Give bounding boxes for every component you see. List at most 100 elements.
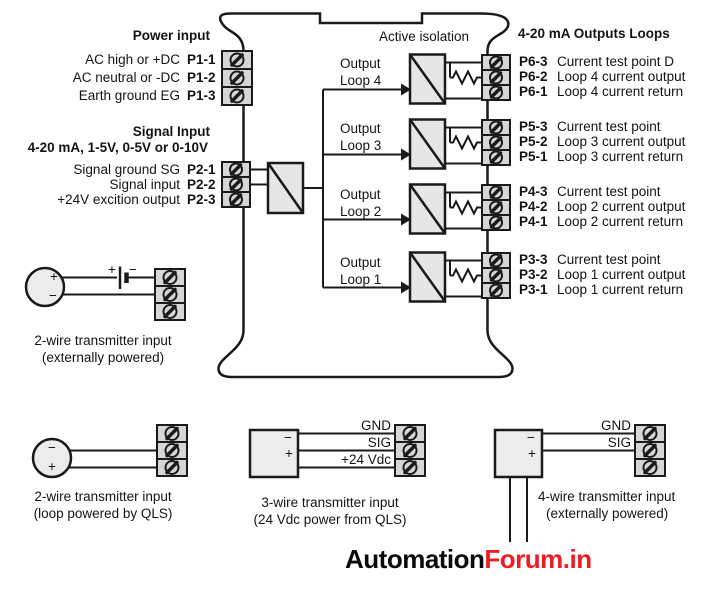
polarity-minus: − xyxy=(49,288,57,303)
terminal-desc: Loop 2 current output xyxy=(557,199,686,214)
terminal-3w-2 xyxy=(393,440,427,461)
terminal-p4-2 xyxy=(480,198,512,217)
arrowhead-loop4 xyxy=(401,83,411,96)
terminal-id: P6-2 xyxy=(519,69,548,84)
loop1-isolator-module xyxy=(408,251,482,303)
signal-row-label: Signal ground SG xyxy=(73,162,180,177)
signal-input-subtitle: 4-20 mA, 1-5V, 0-5V or 0-10V xyxy=(28,140,208,155)
terminal-ext-3 xyxy=(153,301,187,322)
terminal-p6-1 xyxy=(480,83,512,102)
terminal-desc: Loop 2 current return xyxy=(557,214,683,229)
signal-row-label: Signal input xyxy=(109,177,180,192)
terminal-desc: Loop 3 current return xyxy=(557,149,683,164)
terminal-desc: Loop 4 current return xyxy=(557,84,683,99)
terminal-block-p5 xyxy=(480,118,512,167)
loop3-resistor-icon xyxy=(450,134,482,151)
terminal-id: P4-1 xyxy=(519,214,548,229)
terminal-desc: Loop 1 current return xyxy=(557,282,683,297)
battery-plus: + xyxy=(108,262,116,277)
terminal-block-p6 xyxy=(480,53,512,102)
terminal-4w-1 xyxy=(633,423,667,444)
signal-row-terminal: P2-3 xyxy=(187,192,216,207)
caption-line1: 3-wire transmitter input xyxy=(261,495,399,510)
input-isolator-module xyxy=(266,161,305,215)
three-wire-labels: − + GND SIG +24 Vdc 3-wire transmitter i… xyxy=(253,418,406,527)
terminal-p3-1 xyxy=(480,281,512,300)
terminal-desc: Loop 1 current output xyxy=(557,267,686,282)
caption-line2: (externally powered) xyxy=(42,350,164,365)
terminal-p5-3 xyxy=(480,118,512,137)
loop2-isolator-module xyxy=(408,183,482,235)
terminal-id: P3-1 xyxy=(519,282,548,297)
four-wire-transmitter xyxy=(493,423,667,542)
terminal-block-p2 xyxy=(220,160,252,209)
two-wire-ext-transmitter xyxy=(24,266,187,322)
polarity-plus: + xyxy=(50,269,58,284)
two-wire-loop-transmitter xyxy=(31,423,189,479)
terminal-p3-2 xyxy=(480,266,512,285)
two-wire-ext-labels: + − + − 2-wire transmitter input (extern… xyxy=(34,262,172,365)
polarity-plus: + xyxy=(285,446,293,461)
terminal-desc: Current test point xyxy=(557,184,661,199)
terminal-p6-3 xyxy=(480,53,512,72)
polarity-plus: + xyxy=(528,446,536,461)
loop2-resistor-icon xyxy=(450,199,482,216)
terminal-3w-1 xyxy=(393,423,427,444)
arrowhead-loop1 xyxy=(401,281,411,294)
terminal-p4-1 xyxy=(480,213,512,232)
terminal-p6-2 xyxy=(480,68,512,87)
transmitter-box-icon xyxy=(493,428,544,479)
terminal-id: P5-3 xyxy=(519,119,548,134)
transmitter-circle-icon xyxy=(31,437,73,479)
terminal-block-p1 xyxy=(220,49,254,107)
brand-black: Automation xyxy=(345,544,484,574)
polarity-plus: + xyxy=(48,459,56,474)
loop2-label-line2: Loop 2 xyxy=(340,204,381,219)
terminal-id: P3-2 xyxy=(519,267,548,282)
loop1-resistor-icon xyxy=(450,267,482,284)
terminal-desc: Current test point xyxy=(557,252,661,267)
loop4-label-line1: Output xyxy=(340,56,381,71)
loop4-label-line2: Loop 4 xyxy=(340,73,382,88)
internal-wiring xyxy=(250,83,411,294)
power-row-label: AC high or +DC xyxy=(85,52,180,67)
signal-row-terminal: P2-1 xyxy=(187,162,216,177)
two-wire-loop-labels: − + 2-wire transmitter input (loop power… xyxy=(34,440,173,521)
terminal-p1-3 xyxy=(220,85,254,107)
three-wire-transmitter xyxy=(248,423,427,479)
terminal-desc: Loop 3 current output xyxy=(557,134,686,149)
outputs-title: 4-20 mA Outputs Loops xyxy=(518,26,670,41)
loop3-isolator-module xyxy=(408,118,482,170)
loop4-isolator-module xyxy=(408,53,482,105)
transmitter-circle-icon xyxy=(24,266,66,308)
terminal-desc: Current test point D xyxy=(557,54,674,69)
active-isolation-label: Active isolation xyxy=(379,29,469,44)
terminal-4w-3 xyxy=(633,457,667,478)
terminal-loop-2 xyxy=(155,440,189,461)
caption-line1: 2-wire transmitter input xyxy=(34,333,172,348)
terminal-p1-2 xyxy=(220,67,254,89)
power-row-label: Earth ground EG xyxy=(79,88,180,103)
terminal-4w-2 xyxy=(633,440,667,461)
terminal-desc: Current test point xyxy=(557,119,661,134)
terminal-p5-1 xyxy=(480,148,512,167)
signal-row-label: +24V excition output xyxy=(57,192,180,207)
terminal-loop-3 xyxy=(155,457,189,478)
terminal-desc: Loop 4 current output xyxy=(557,69,686,84)
caption-line2: (loop powered by QLS) xyxy=(34,506,173,521)
arrowhead-loop2 xyxy=(401,213,411,226)
terminal-p4-3 xyxy=(480,183,512,202)
power-input-title: Power input xyxy=(133,28,211,43)
polarity-minus: − xyxy=(284,430,292,445)
wire-label-gnd: GND xyxy=(601,418,631,433)
power-row-terminal: P1-1 xyxy=(187,52,216,67)
loop2-label-line1: Output xyxy=(340,187,381,202)
polarity-minus: − xyxy=(48,440,56,455)
terminal-loop-1 xyxy=(155,423,189,444)
wire-label-sig: SIG xyxy=(368,435,391,450)
outputs-section: 4-20 mA Outputs Loops P6-3 Current test … xyxy=(518,26,686,297)
power-row-terminal: P1-2 xyxy=(187,70,216,85)
caption-line1: 4-wire transmitter input xyxy=(538,489,676,504)
terminal-id: P5-2 xyxy=(519,134,548,149)
